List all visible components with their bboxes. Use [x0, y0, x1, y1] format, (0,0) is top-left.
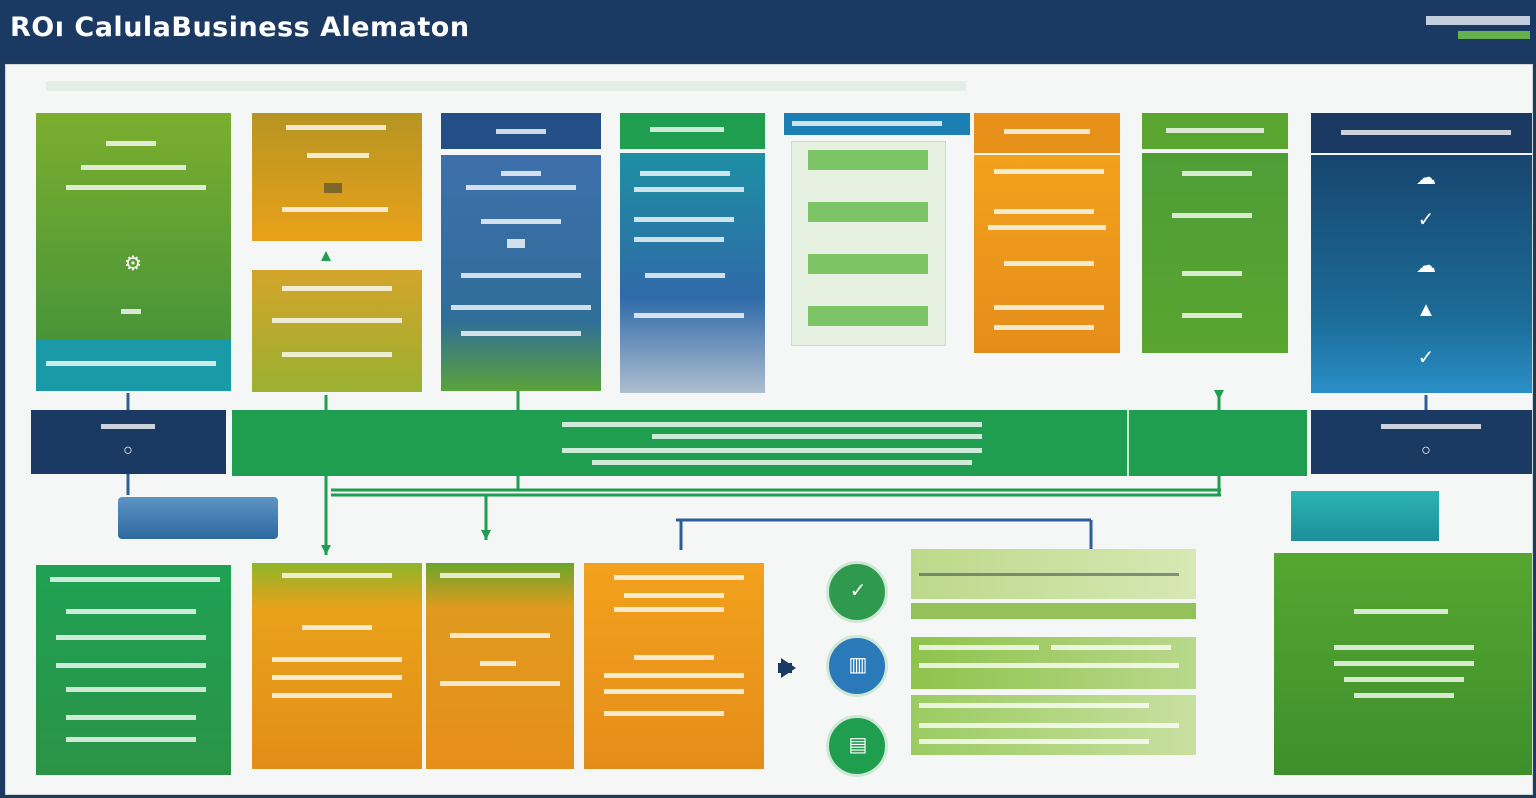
node-connector[interactable]	[118, 497, 278, 539]
panel-finance[interactable]	[252, 113, 422, 241]
node-output[interactable]: ○	[1311, 410, 1532, 474]
title-bar: ROı CalulaBusiness Alematon	[0, 0, 1536, 62]
step-circle-3[interactable]: ▤	[826, 715, 888, 777]
panel-workflow[interactable]	[791, 141, 946, 346]
panel-logistics[interactable]	[584, 563, 764, 769]
panel-billing[interactable]	[252, 563, 422, 769]
panel-analytics[interactable]: ☁ ✓ ☁ ▲ ✓	[1311, 155, 1532, 393]
status-row-2[interactable]	[911, 603, 1196, 619]
connectors	[126, 251, 1428, 678]
chart-icon: ▥	[848, 654, 868, 676]
node-input[interactable]: ○	[31, 410, 226, 474]
check-icon: ▤	[848, 734, 868, 756]
check-icon: ✓	[1417, 347, 1435, 369]
panel-sales[interactable]	[974, 155, 1120, 353]
status-row-3[interactable]	[911, 637, 1196, 689]
gear-icon: ⚙	[124, 253, 142, 275]
node-connector-right[interactable]	[1291, 491, 1439, 541]
status-row-4[interactable]	[911, 695, 1196, 755]
panel-data[interactable]	[620, 153, 765, 393]
panel-sales-header	[974, 113, 1120, 153]
page-title: ROı CalulaBusiness Alematon	[10, 12, 470, 43]
central-process-bar[interactable]	[232, 410, 1307, 476]
panel-hr-header	[1142, 113, 1288, 149]
status-row-1[interactable]	[911, 549, 1196, 599]
panel-inventory[interactable]	[426, 563, 574, 769]
diagram-canvas: ⚙	[5, 64, 1533, 795]
cloud-icon: ☁	[1416, 167, 1436, 189]
panel-automation[interactable]: ⚙	[36, 113, 231, 391]
panel-finance-sub[interactable]	[252, 270, 422, 392]
panel-analytics-header	[1311, 113, 1532, 153]
gear-icon: ○	[1421, 442, 1431, 459]
panel-ops[interactable]	[441, 155, 601, 391]
chart-icon: ▲	[1416, 299, 1436, 321]
logo-badge	[1408, 16, 1530, 39]
panel-insights[interactable]	[1274, 553, 1532, 775]
panel-workflow-header	[784, 113, 970, 135]
check-icon: ✓	[849, 580, 867, 602]
panel-data-header	[620, 113, 765, 149]
panel-ops-header	[441, 113, 601, 149]
check-icon: ✓	[1417, 209, 1435, 231]
gear-icon: ○	[123, 442, 133, 459]
panel-hr[interactable]	[1142, 153, 1288, 353]
step-circle-2[interactable]: ▥	[826, 635, 888, 697]
cloud-icon: ☁	[1416, 255, 1436, 277]
step-circle-1[interactable]: ✓	[826, 561, 888, 623]
panel-reports[interactable]	[36, 565, 231, 775]
